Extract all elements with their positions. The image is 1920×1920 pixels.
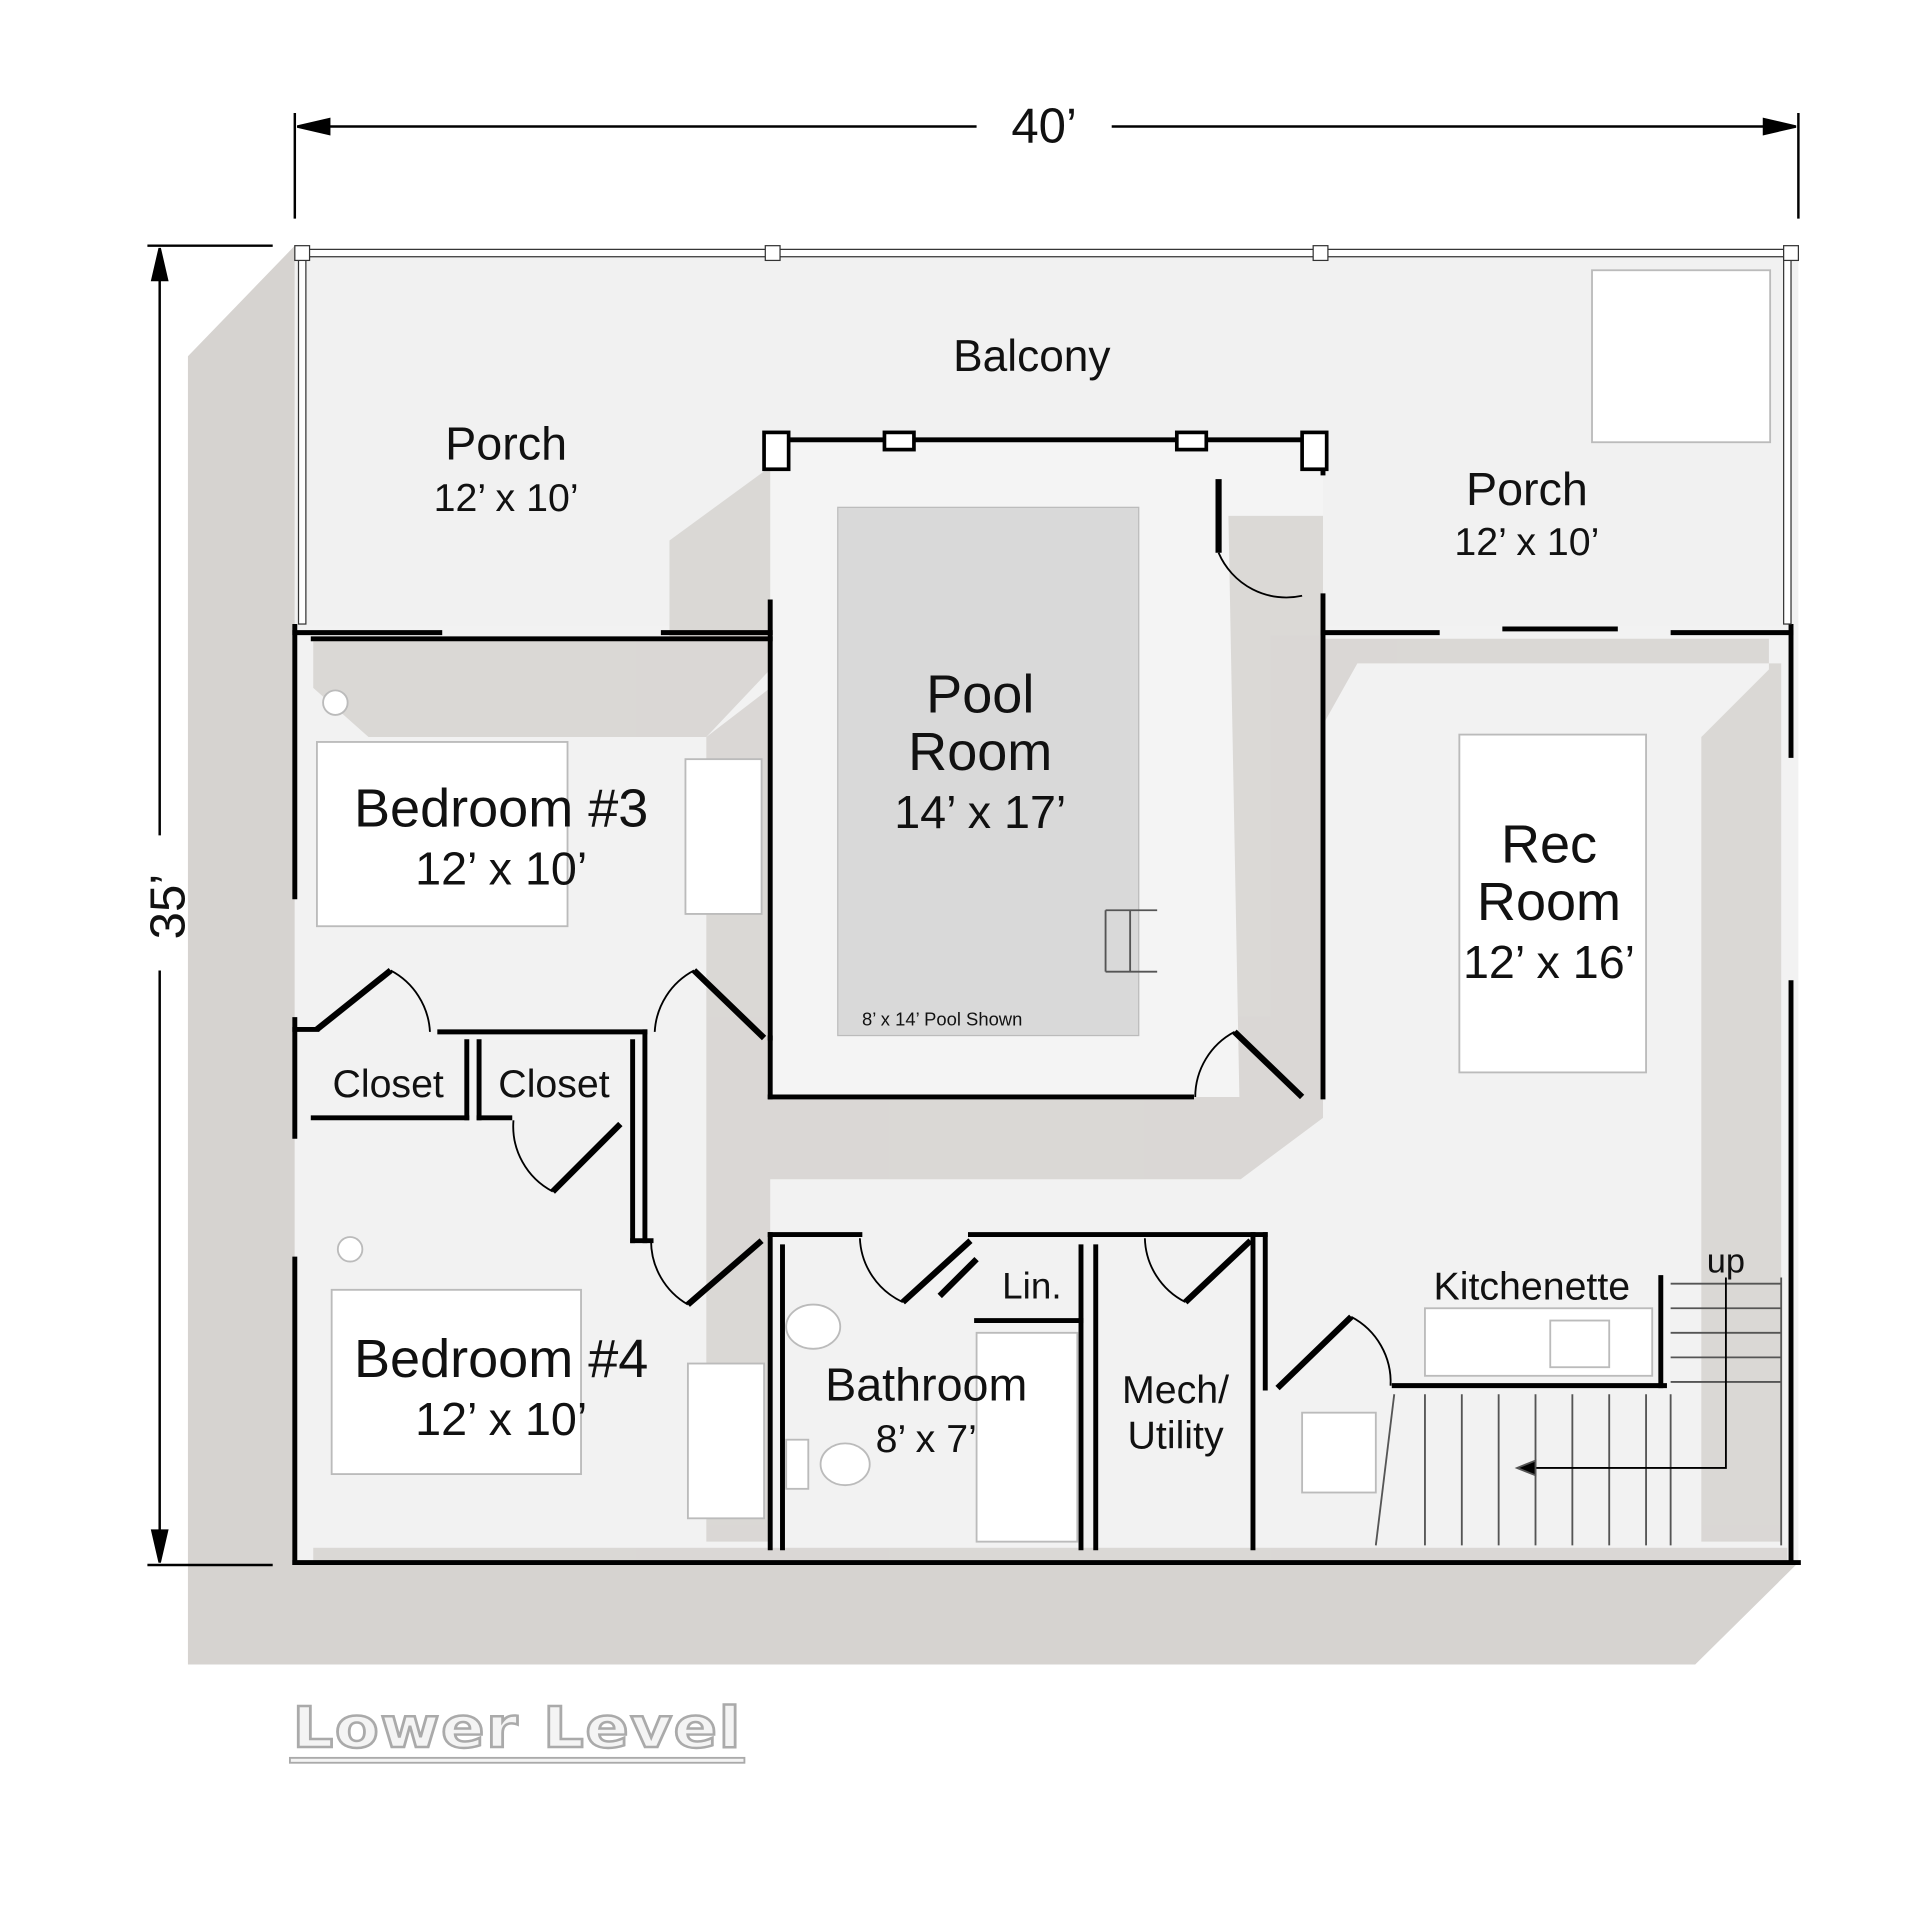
height-dimension-label: 35’ xyxy=(141,874,195,940)
exterior-walls xyxy=(292,624,1801,1565)
pool xyxy=(837,506,1140,1037)
porch-left-label: Porch xyxy=(445,417,567,469)
bedroom3-size: 12’ x 10’ xyxy=(415,842,587,894)
pool-room-label-1: Pool xyxy=(926,664,1034,724)
doors xyxy=(315,479,1392,1391)
linen-label: Lin. xyxy=(1002,1265,1061,1306)
closet1-label: Closet xyxy=(332,1062,443,1106)
level-title-underline xyxy=(288,1756,746,1764)
pool-room-size: 14’ x 17’ xyxy=(894,786,1066,838)
bathroom-size: 8’ x 7’ xyxy=(876,1417,977,1461)
stairs-up-label: up xyxy=(1707,1243,1745,1281)
porch-left-size: 12’ x 10’ xyxy=(434,476,579,520)
dimension-width xyxy=(293,113,1800,219)
balcony-railing xyxy=(294,245,1800,625)
mech-label-1: Mech/ xyxy=(1122,1368,1229,1412)
bedroom4-label: Bedroom #4 xyxy=(354,1329,648,1389)
pool-note: 8’ x 14’ Pool Shown xyxy=(862,1009,1022,1030)
dimension-height xyxy=(147,244,273,1567)
furniture xyxy=(316,269,1772,1543)
rec-room-size: 12’ x 16’ xyxy=(1463,936,1635,988)
bedroom3-label: Bedroom #3 xyxy=(354,779,648,839)
rec-room-label-2: Room xyxy=(1477,872,1621,932)
bedroom4-size: 12’ x 10’ xyxy=(415,1393,587,1445)
level-title: Lower Level xyxy=(292,1696,742,1761)
stairs xyxy=(1374,1277,1783,1546)
interior-walls xyxy=(292,636,1667,1551)
balcony-label: Balcony xyxy=(953,332,1111,381)
width-dimension-label: 40’ xyxy=(1011,99,1077,153)
pool-room-walls xyxy=(762,430,1329,1100)
porch-right-label: Porch xyxy=(1466,463,1588,515)
bathroom-label: Bathroom xyxy=(825,1358,1027,1410)
pool-ladder xyxy=(1104,909,1158,973)
mech-label-2: Utility xyxy=(1128,1413,1224,1457)
pool-room-label-2: Room xyxy=(908,722,1052,782)
rec-room-label-1: Rec xyxy=(1501,814,1597,874)
porch-right-size: 12’ x 10’ xyxy=(1454,520,1599,564)
kitchenette-label: Kitchenette xyxy=(1434,1265,1631,1309)
closet2-label: Closet xyxy=(498,1062,609,1106)
